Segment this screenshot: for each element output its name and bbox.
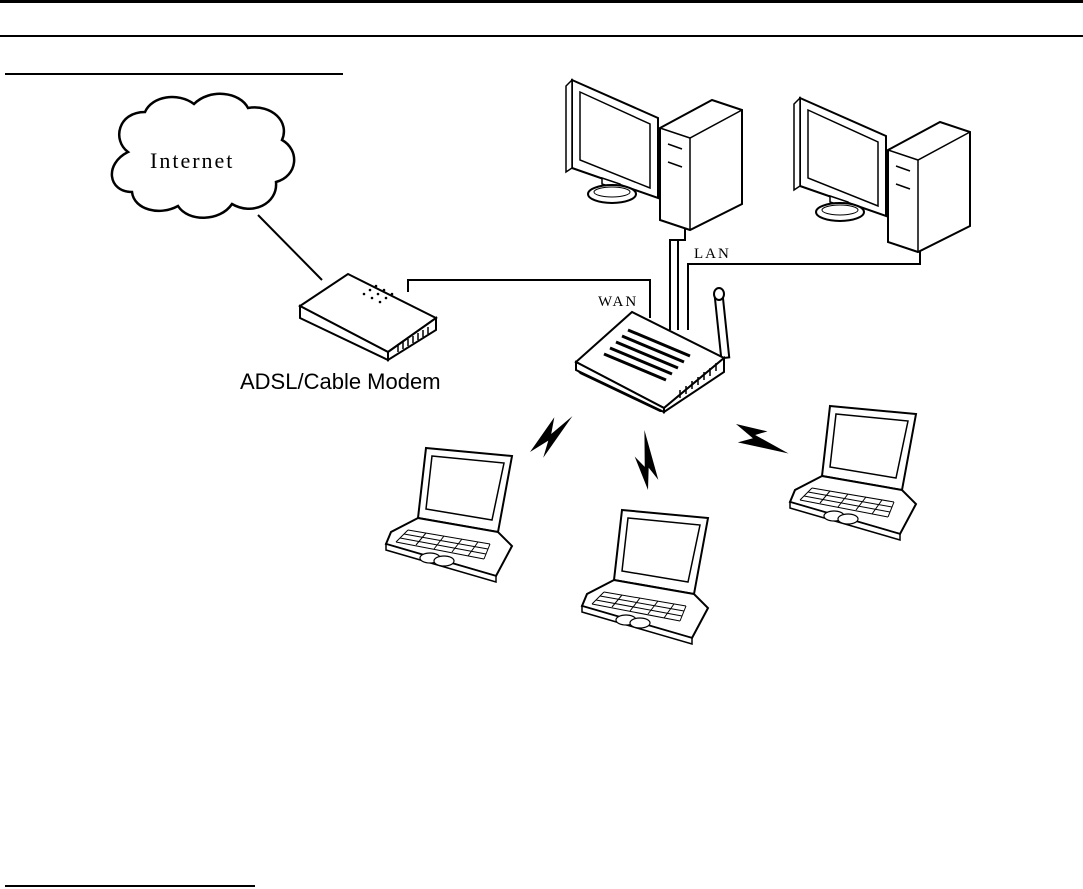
modem-icon [300, 274, 436, 360]
laptop-icon [386, 448, 512, 582]
desktop-computer-icon [794, 98, 886, 221]
lan-label: LAN [694, 246, 731, 262]
desktop-computer-icon [566, 80, 658, 203]
modem-label: ADSL/Cable Modem [240, 369, 441, 394]
wan-label: WAN [598, 294, 638, 310]
wireless-signal-icon [628, 429, 667, 492]
laptop-icon [790, 406, 916, 540]
wireless-signal-icon [728, 414, 792, 470]
internet-label: Internet [150, 148, 234, 173]
laptop-icon [582, 510, 708, 644]
desktop-tower-icon [660, 100, 742, 230]
desktop-tower-icon [888, 122, 970, 252]
wireless-signal-icon [525, 414, 579, 460]
